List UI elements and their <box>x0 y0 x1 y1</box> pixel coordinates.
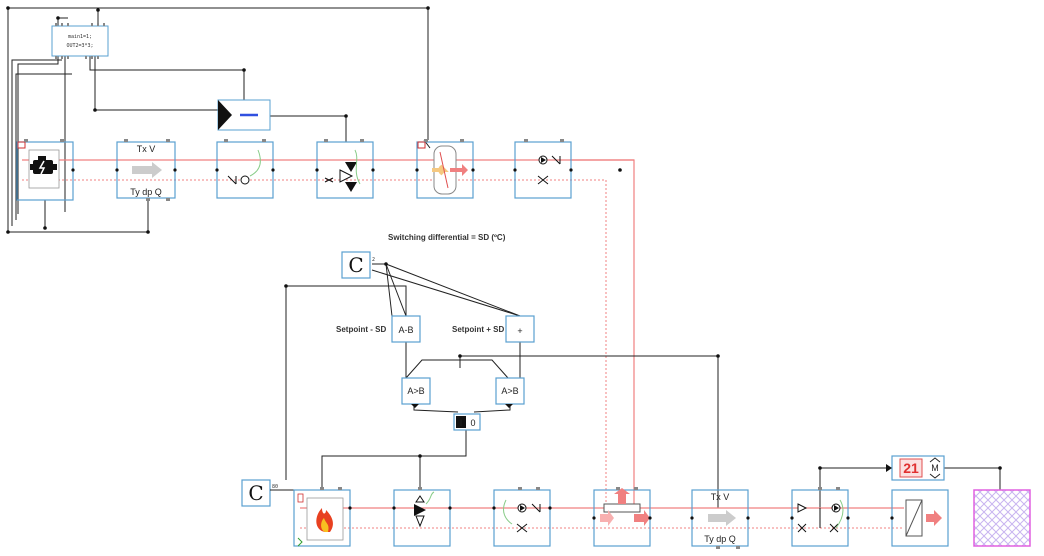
script-line-2: OUT2=3*3; <box>66 43 93 49</box>
signal-output-block[interactable] <box>217 99 271 131</box>
flow-arrow-icon <box>708 510 736 526</box>
three-way-valve-block[interactable] <box>316 141 374 199</box>
switch-on-label: I <box>460 418 463 428</box>
switch-off-label: 0 <box>470 418 475 428</box>
flow-label-lower: Ty dp Q <box>704 534 736 544</box>
flow-sensor-bottom-block[interactable]: Tx V Ty dp Q <box>691 489 749 547</box>
pump-check-valve-block[interactable] <box>216 141 274 199</box>
valve-icon <box>414 504 426 516</box>
check-valve-icon <box>227 175 237 185</box>
hydraulic-separator-block[interactable] <box>593 488 651 547</box>
pipes-top <box>22 159 635 508</box>
heat-emitter-block[interactable] <box>891 489 949 547</box>
alarm-icon <box>17 141 26 149</box>
pump-check-valve-block-3[interactable] <box>493 489 551 547</box>
wire-junctions-top <box>6 6 430 234</box>
flow-label-upper: Tx V <box>711 492 730 502</box>
subtract-block[interactable]: A-B <box>391 315 421 343</box>
constant-symbol: C <box>248 481 263 505</box>
storage-tank-block[interactable] <box>416 141 474 199</box>
constant-sd-block[interactable]: C 2 <box>341 251 375 279</box>
compare-block-1[interactable]: A>B <box>401 377 431 408</box>
flow-sensor-top-block[interactable]: Tx V Ty dp Q <box>116 141 176 199</box>
constant-value: 2 <box>372 257 375 263</box>
flow-label-lower: Ty dp Q <box>130 187 162 197</box>
flame-icon <box>316 508 333 532</box>
compare-label-2: A>B <box>501 386 518 396</box>
control-wires-top <box>7 7 431 233</box>
logic-junctions <box>284 262 1002 470</box>
separator-icon <box>603 503 641 513</box>
compare-block-2[interactable]: A>B <box>495 377 525 408</box>
add-block[interactable]: + <box>505 315 535 343</box>
on-off-switch-block[interactable]: I 0 <box>453 413 481 431</box>
connectors-bottom <box>320 487 840 549</box>
check-valve-icon <box>551 155 561 165</box>
check-valve-icon <box>531 503 541 513</box>
constant-symbol: C <box>348 253 363 277</box>
switching-differential-label: Switching differential = SD (ºC) <box>388 233 506 242</box>
subtract-label: A-B <box>398 325 413 335</box>
alarm-icon <box>417 141 426 149</box>
pump-icon <box>240 175 250 185</box>
constant-setpoint-block[interactable]: C 80 <box>241 479 278 507</box>
building-load-block[interactable] <box>973 489 1031 547</box>
add-label: + <box>517 326 522 336</box>
setpoint-plus-label: Setpoint + SD <box>452 325 504 334</box>
flow-label-upper: Tx V <box>137 144 156 154</box>
mode-label: M <box>931 463 939 473</box>
logic-wires <box>285 263 1001 508</box>
alarm-icon <box>297 493 304 503</box>
pump-check-valve-block-2[interactable] <box>514 141 572 199</box>
setpoint-minus-label: Setpoint - SD <box>336 325 386 334</box>
engine-icon <box>30 156 57 175</box>
thermostat-display-block[interactable]: 21 M <box>886 455 945 481</box>
temperature-value: 21 <box>903 460 919 476</box>
connectors-top <box>24 139 564 201</box>
constant-value: 80 <box>272 484 278 490</box>
valve-icon <box>339 169 354 183</box>
script-line-1: main1=1; <box>68 34 92 40</box>
flow-arrow-icon <box>132 162 162 178</box>
compare-label-1: A>B <box>407 386 424 396</box>
script-block[interactable]: main1=1; OUT2=3*3; <box>51 23 109 59</box>
port-dots <box>71 168 894 520</box>
boiler-block[interactable] <box>293 489 351 547</box>
mixing-valve-block[interactable] <box>393 489 451 547</box>
